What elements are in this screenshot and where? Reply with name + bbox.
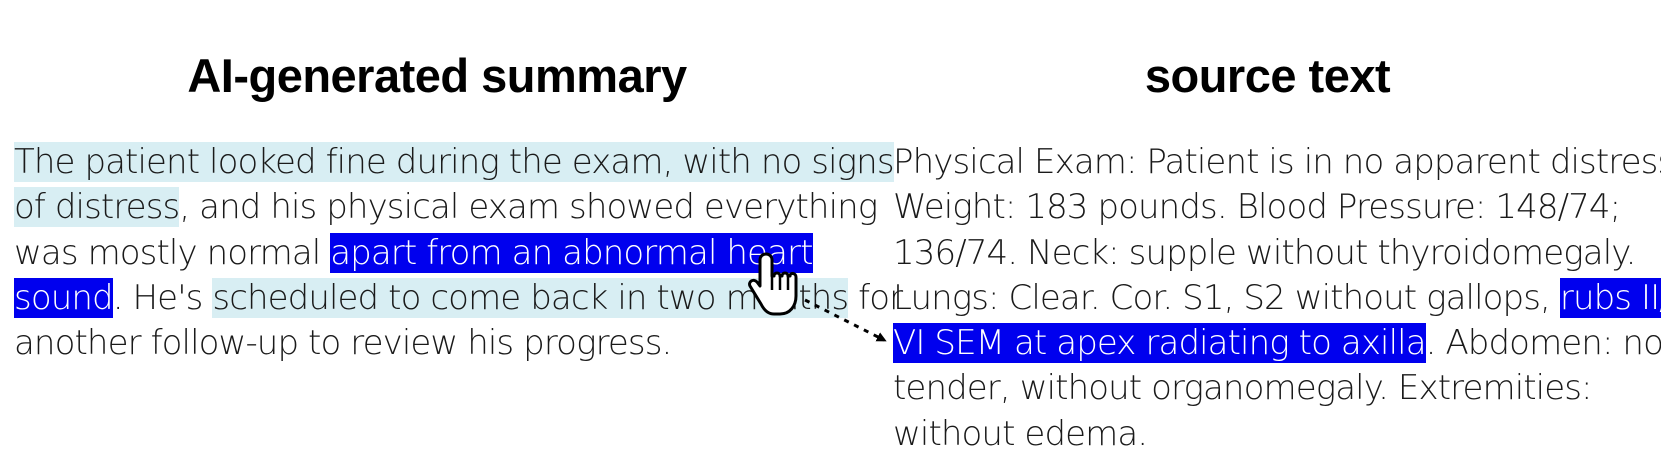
summary-line-3: was mostly normal apart from an abnormal… (14, 231, 864, 276)
summary-text-span: another follow-up to review his progress… (14, 323, 672, 364)
highlight-no-distress: The patient looked fine during the exam,… (14, 142, 895, 182)
summary-text-span: was mostly normal (14, 232, 331, 273)
highlight-follow-up: scheduled to come back in two months (212, 277, 849, 318)
summary-line-2: of distress, and his physical exam showe… (14, 185, 878, 230)
summary-line-4: sound. He's scheduled to come back in tw… (14, 276, 903, 321)
source-line-7: without edema. (893, 413, 1148, 454)
source-line-2: Weight: 183 pounds. Blood Pressure: 148/… (893, 187, 1621, 228)
summary-line-1: The patient looked fine during the exam,… (14, 140, 895, 185)
source-line-1: Physical Exam: Patient is in no apparent… (893, 142, 1661, 182)
source-line-5: VI SEM at apex radiating to axilla. Abdo… (893, 321, 1661, 366)
summary-text-span: . He's (112, 277, 213, 318)
source-evidence-highlight: rubs II/ (1559, 277, 1661, 318)
summary-line-5: another follow-up to review his progress… (14, 321, 864, 366)
summary-title: AI-generated summary (187, 49, 687, 102)
source-title: source text (1144, 49, 1391, 102)
source-line-3: 136/74. Neck: supple without thyroidomeg… (893, 232, 1636, 273)
source-line-4: Lungs: Clear. Cor. S1, S2 without gallop… (893, 276, 1661, 321)
source-line-6: tender, without organomegaly. Extremitie… (893, 368, 1593, 409)
source-text-span: . Abdomen: non- (1425, 323, 1661, 364)
source-text: Physical Exam: Patient is in no apparent… (893, 140, 1661, 457)
source-text-span: Lungs: Clear. Cor. S1, S2 without gallop… (893, 277, 1560, 318)
source-evidence-highlight-cont: VI SEM at apex radiating to axilla (893, 323, 1427, 364)
selected-span-heart-sound-cont[interactable]: sound (14, 277, 114, 318)
highlight-no-distress-cont: of distress (14, 187, 180, 228)
summary-text: The patient looked fine during the exam,… (14, 140, 903, 366)
summary-text-span: , and his physical exam showed everythin… (179, 187, 878, 228)
selected-span-heart-sound[interactable]: apart from an abnormal heart (330, 232, 813, 273)
